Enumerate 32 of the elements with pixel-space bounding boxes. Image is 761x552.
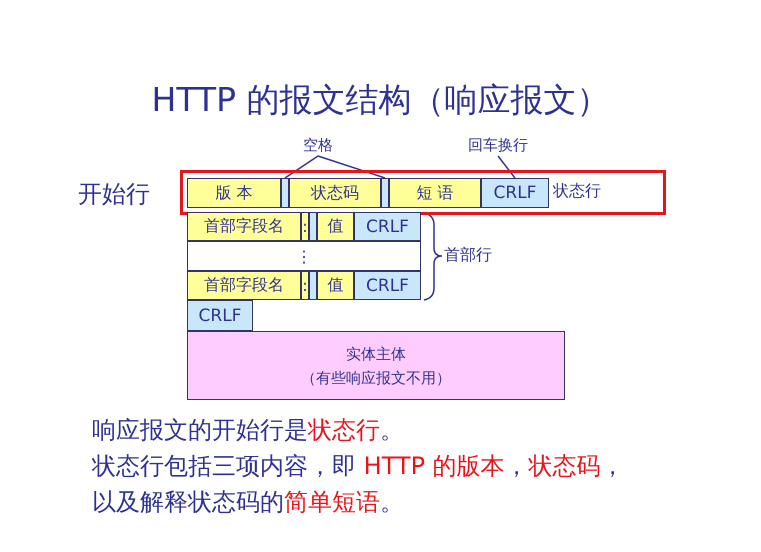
row-label: 开始行 (78, 179, 150, 210)
leader-line (284, 155, 318, 179)
space-cell (309, 271, 317, 300)
field-cell: 值 (317, 212, 354, 241)
paragraph: 响应报文的开始行是状态行。 (92, 415, 404, 446)
field-cell: 首部字段名 (187, 271, 301, 300)
field-cell: : (301, 271, 309, 300)
space-cell (281, 178, 289, 208)
field-cell: : (301, 212, 309, 241)
body-text: 实体主体 (346, 344, 406, 364)
field-cell: 首部字段名 (187, 212, 301, 241)
field-cell: 状态码 (289, 178, 381, 208)
field-cell: 短 语 (389, 178, 481, 208)
field-cell: CRLF (187, 300, 253, 331)
body-text: （有些响应报文不用） (301, 368, 451, 388)
ellipsis-row: ⋮ (187, 241, 421, 271)
field-cell: 版 本 (187, 178, 281, 208)
body-box (187, 331, 565, 400)
highlight-frame (180, 170, 666, 215)
paragraph: 状态行包括三项内容，即 HTTP 的版本，状态码，以及解释状态码的简单短语。 (92, 451, 626, 518)
row-label: 状态行 (553, 181, 601, 202)
field-cell: CRLF (354, 271, 421, 300)
leader-text: 空格 (298, 134, 338, 156)
space-cell (381, 178, 389, 208)
title: HTTP 的报文结构（响应报文） (150, 79, 610, 121)
field-cell: CRLF (354, 212, 421, 241)
space-cell (309, 212, 317, 241)
field-cell: 值 (317, 271, 354, 300)
bracket-label: 首部行 (444, 245, 492, 266)
leader-line (497, 156, 516, 178)
leader-text: 回车换行 (458, 134, 538, 156)
field-cell: CRLF (481, 178, 549, 208)
